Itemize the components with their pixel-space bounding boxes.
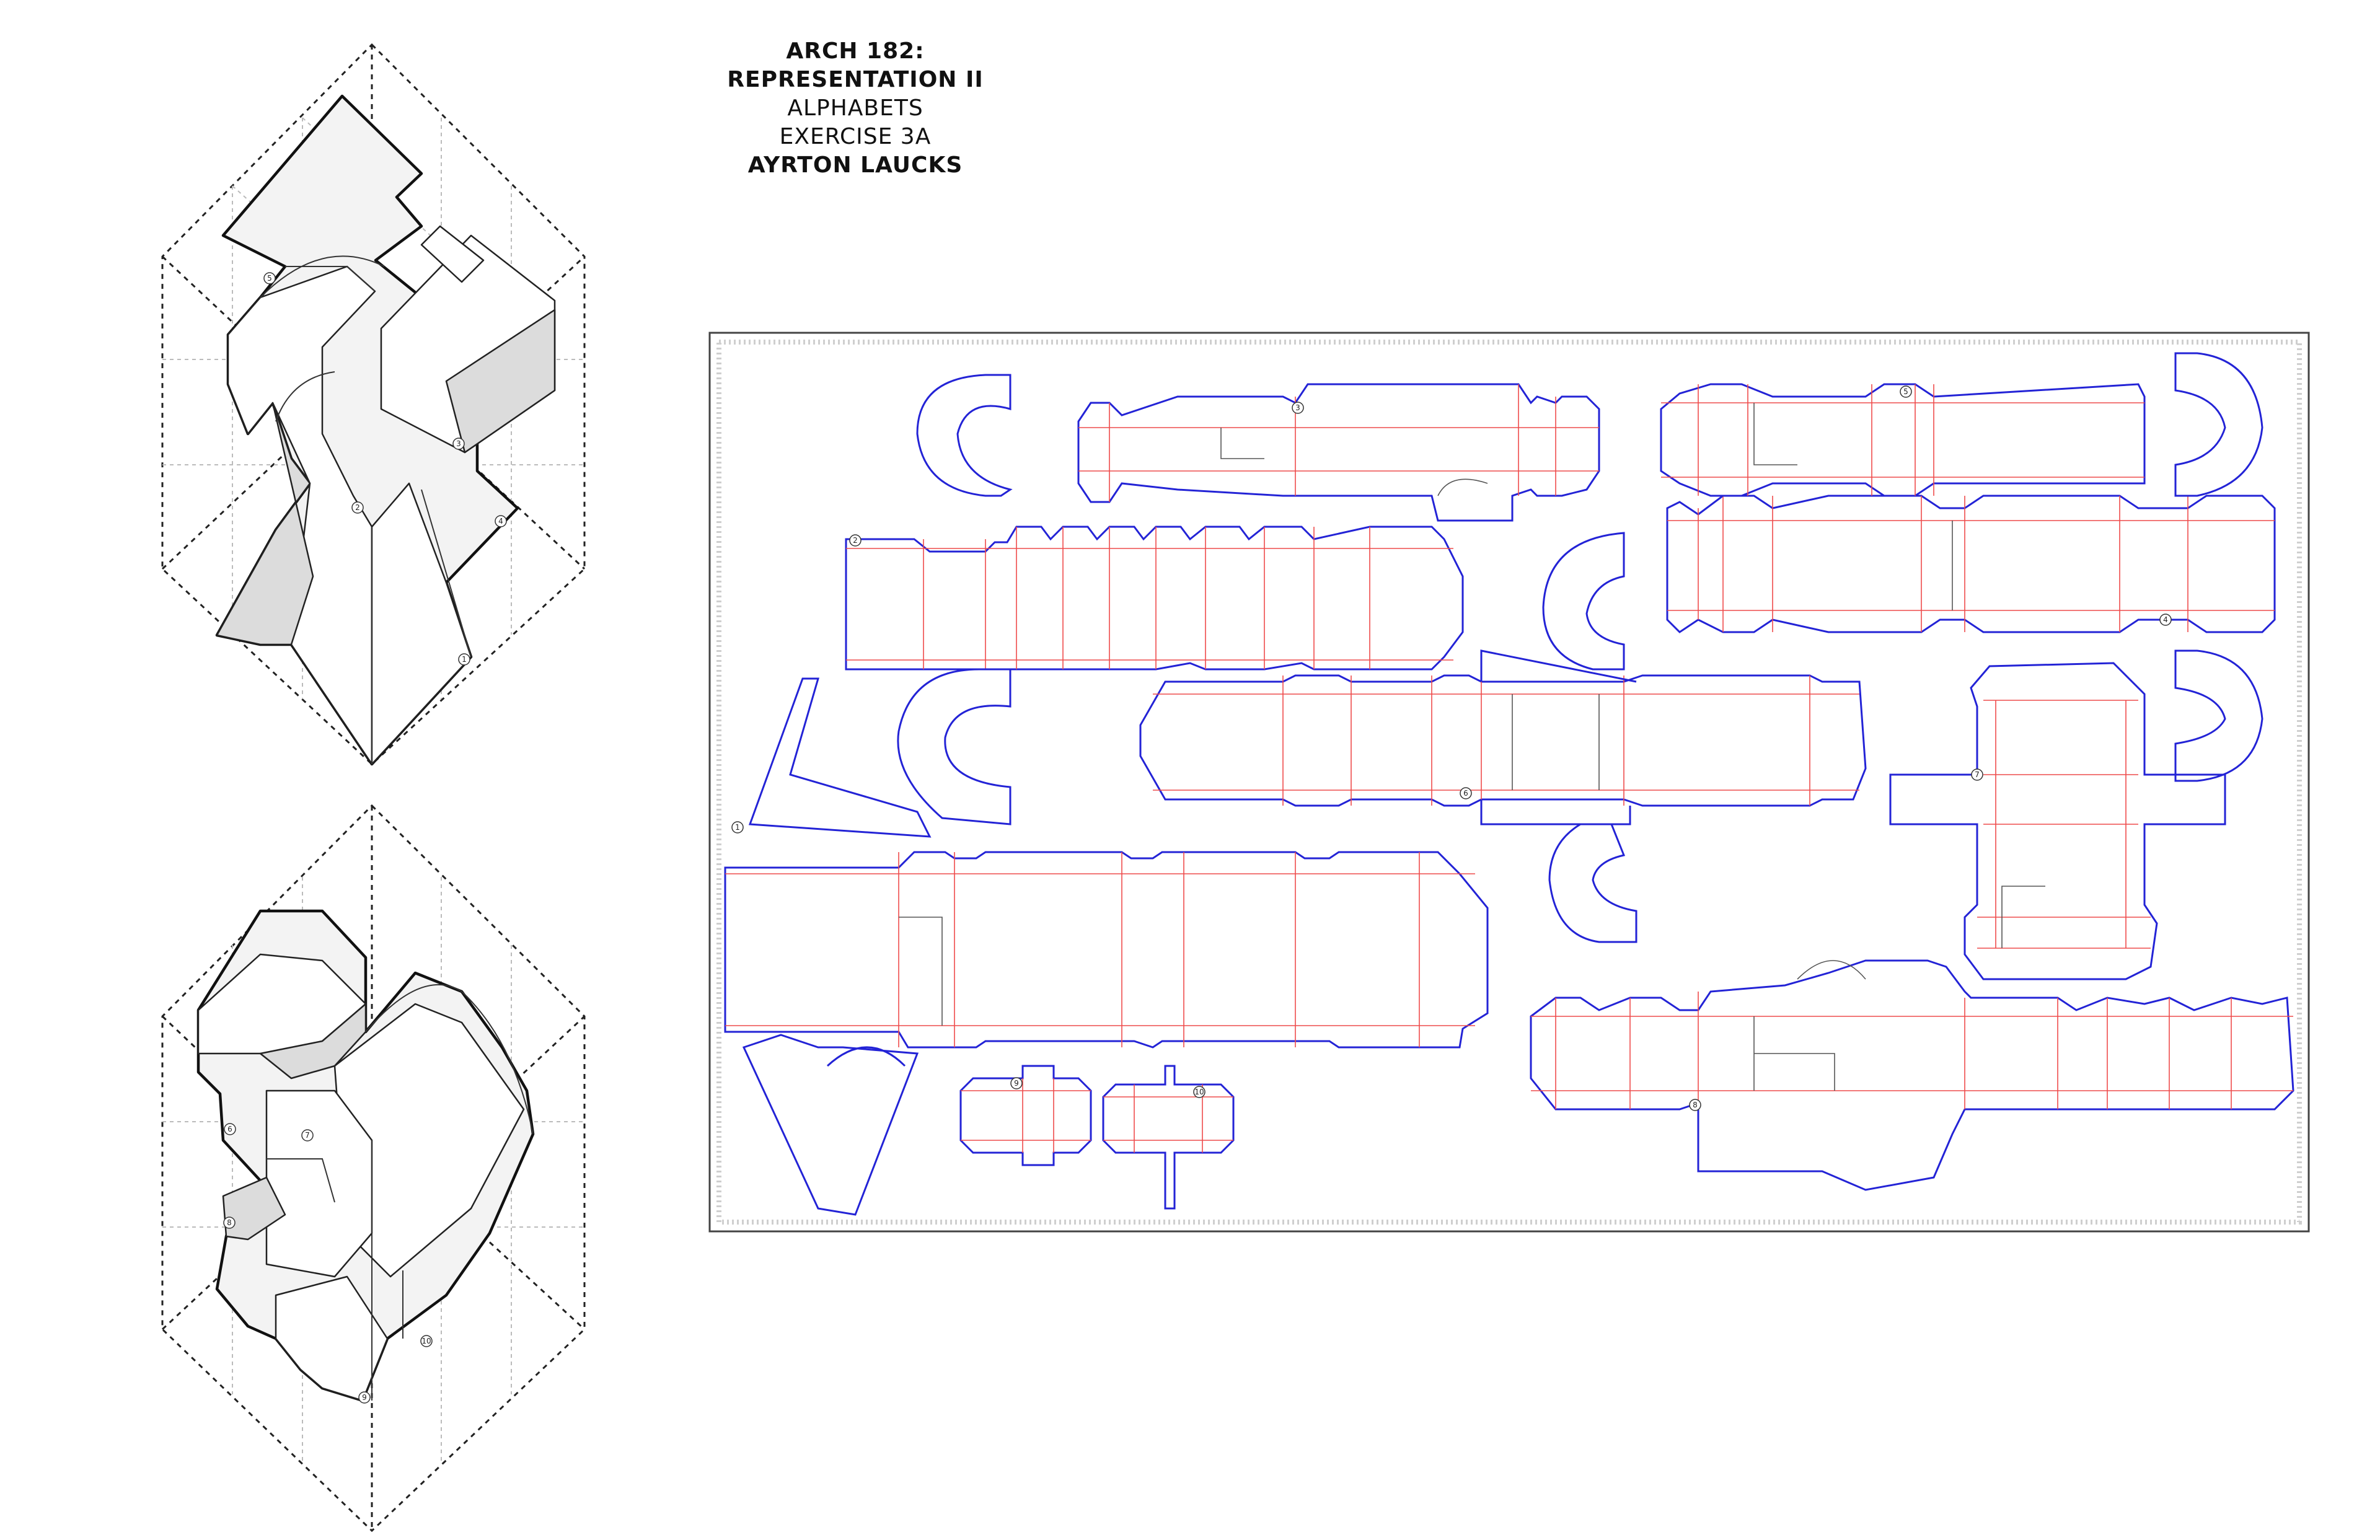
label-7: 7 [305, 1131, 310, 1140]
svg-text:2: 2 [853, 536, 858, 545]
sheet-hatch [716, 340, 2302, 1225]
net-piece-9: 9 [959, 1065, 1092, 1166]
svg-text:6: 6 [1463, 789, 1468, 798]
lower-axon-model: 6 7 8 10 9 [161, 804, 586, 1533]
project-title: ALPHABETS [787, 95, 923, 121]
svg-text:3: 3 [1295, 403, 1300, 412]
net-piece-6: 6 [1139, 532, 1867, 943]
upper-axon-model: 5 3 2 4 1 [161, 43, 586, 766]
net-piece-4: 4 [1666, 495, 2276, 633]
svg-text:11: 11 [2239, 625, 2248, 634]
upper-piece-labels: 5 3 2 4 1 [263, 272, 507, 666]
svg-text:1: 1 [735, 823, 740, 832]
exercise-title: EXERCISE 3A [779, 124, 932, 149]
label-5: 5 [267, 274, 272, 283]
svg-text:4: 4 [2163, 615, 2168, 624]
net-piece-11: 11 [2239, 625, 2248, 634]
net-sheet: 1 2 [708, 332, 2310, 1233]
sheet-border [708, 332, 2310, 1233]
net-piece-10: 10 [1102, 1065, 1235, 1210]
label-8: 8 [227, 1218, 232, 1227]
net-piece-1: 1 [724, 677, 1489, 1216]
label-6: 6 [227, 1125, 232, 1133]
author-name: AYRTON LAUCKS [747, 152, 963, 178]
net-piece-2: 2 [845, 374, 1464, 825]
label-1: 1 [462, 655, 467, 664]
label-3: 3 [456, 439, 461, 448]
svg-text:7: 7 [1975, 770, 1980, 779]
svg-text:5: 5 [1903, 387, 1908, 396]
lower-piece-labels: 6 7 8 10 9 [223, 1123, 433, 1404]
label-4: 4 [498, 517, 503, 526]
net-piece-7: 7 [1889, 662, 2226, 980]
svg-text:9: 9 [1014, 1079, 1019, 1088]
net-piece-3: 3 [1077, 383, 1600, 522]
lower-letter-solid [196, 909, 535, 1402]
svg-text:10: 10 [1194, 1088, 1204, 1096]
label-2: 2 [355, 503, 360, 512]
title-block: ARCH 182: REPRESENTATION II ALPHABETS EX… [682, 37, 1029, 180]
net-piece-8: 8 [1530, 959, 2294, 1191]
label-10: 10 [421, 1337, 431, 1345]
svg-text:8: 8 [1693, 1101, 1698, 1109]
course-title: ARCH 182: REPRESENTATION II [727, 38, 984, 92]
label-9: 9 [362, 1393, 367, 1402]
upper-letter-solid [215, 94, 556, 766]
net-piece-5: 5 [1660, 352, 2263, 782]
